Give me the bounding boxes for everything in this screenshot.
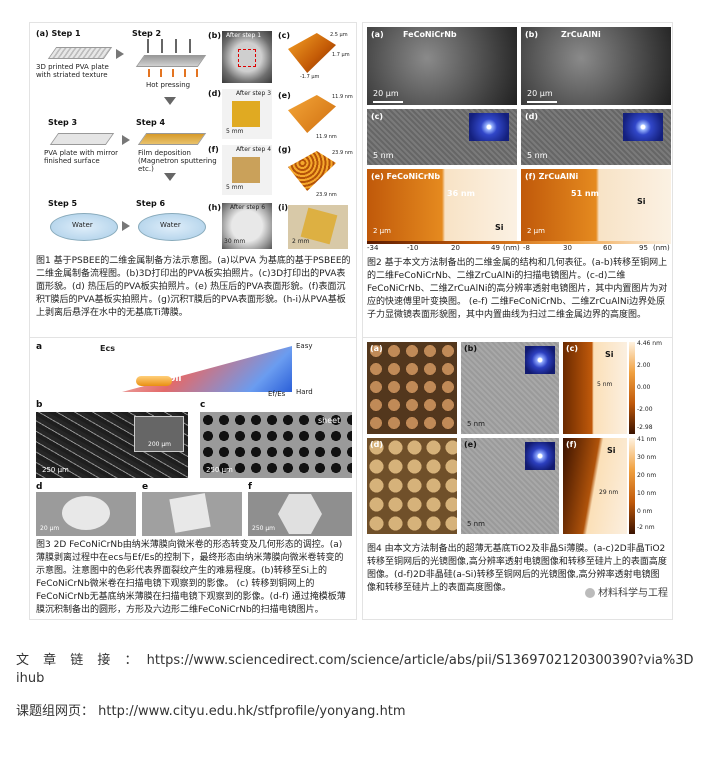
fig1-step5-label: Step 5 [48,199,78,208]
fig1-step6-text: Water [160,221,181,229]
fig3-sem-d: 20 μm [36,492,136,536]
fig1-photo-b: (b) After step 1 [222,31,272,83]
fig1-caption: 图1 基于PSBEE的二维金属制备方法示意图。(a)以PVA 为基底的基于PSB… [36,256,351,318]
fig3-axis-x: Ef/Es [268,390,286,398]
fig1-heat-marks [142,69,198,77]
fig1-step5-text: Water [72,221,93,229]
fig4-optical-d: (d) [367,438,457,534]
article-link-row: 文 章 链 接 ： https://www.sciencedirect.com/… [16,652,696,688]
fig1-plate-step1 [47,47,113,59]
fig3-sem-c: sheet 250 μm [200,412,352,478]
fig1-step1-text: 3D printed PVA plate with striated textu… [36,63,109,80]
fig1-afm-e [288,95,336,133]
fig4-colorbar-top-labels: 4.46 nm 2.00 0.00 -2.00 -2.98 [637,340,662,431]
fig1-photo-d: After step 3 5 mm [222,89,272,139]
article-link-label: 文 章 链 接 ： [16,653,143,668]
fig3-sem-b-inset [134,416,184,452]
fig4-colorbar-bottom [629,438,635,534]
fig4-tem-e: (e) 5 nm [461,438,559,534]
group-page-label: 课题组网页： [16,704,95,719]
fig3-hexagon-shape [278,494,322,534]
fig4-colorbar-top [629,342,635,434]
fig1-photo-b-box [238,49,256,67]
fig4-afm-c: (c) Si 5 nm [563,342,627,434]
fig1-photo-f-film [232,157,260,183]
fig4-watermark: 材料科学与工程 [585,584,668,599]
wechat-icon [585,588,595,598]
fig1-plate-step2 [135,55,207,67]
fig1-photo-f: After step 4 5 mm [222,145,272,195]
fig3-axis-y: Ecs [100,344,115,353]
fig1-step3-text: PVA plate with mirror finished surface [44,149,119,166]
fig4-optical-a: (a) [367,342,457,434]
fig1-tag-f: (f) [208,145,219,154]
fig3-sem-b: 250 μm 200 μm [36,412,188,478]
fig4-fft-inset-e [525,442,555,470]
fig2-colorbar [367,241,671,244]
figure-3: Ecs Ef/Es sheet scroll Easy Hard a b 250… [29,337,357,620]
fig1-plate-step4 [137,133,207,145]
fig2-tem-c: (c) 5 nm [367,109,517,165]
fig1-arrow-3 [122,135,130,145]
fig1-photo-b-label: After step 1 [226,32,262,39]
figure-4: (a) (b) 5 nm (c) Si 5 nm 4.46 nm 2.00 0.… [362,337,673,620]
fig1-step4-text: Film deposition (Magnetron sputtering et… [138,149,217,174]
fig1-tag-e: (e) [278,91,291,100]
fig1-step2-text: Hot pressing [146,81,191,89]
fig4-tem-b: (b) 5 nm [461,342,559,434]
fig3-scroll-roll [136,376,172,386]
fig4-colorbar-bottom-labels: 41 nm 30 nm 20 nm 10 nm 0 nm -2 nm [637,436,657,531]
fig2-title-feconicrnb: FeCoNiCrNb [403,30,457,39]
fig2-caption: 图2 基于本文方法制备出的二维金属的结构和几何表征。(a-b)转移至铜网上的二维… [367,258,668,320]
fig1-tag-d: (d) [208,89,222,98]
fig1-tag-g: (g) [278,145,292,154]
fig1-step6-label: Step 6 [136,199,166,208]
fig1-step4-label: Step 4 [136,118,166,127]
fig1-arrow-2 [164,97,176,105]
fig1-step1-label: (a) Step 1 [36,29,81,38]
fig2-sem-a: (a) FeCoNiCrNb 20 μm [367,27,517,105]
fig1-photo-h: After step 6 30 mm [222,203,272,249]
fig1-tag-i: (i) [278,203,289,212]
fig1-afm-g [288,151,336,191]
fig3-schematic-a: Ecs Ef/Es sheet scroll Easy Hard [100,342,313,398]
fig3-square-shape [169,493,211,533]
group-page-row: 课题组网页： http://www.cityu.edu.hk/stfprofil… [16,703,696,721]
fig2-title-zrcualni: ZrCuAlNi [561,30,601,39]
fig3-sem-f: 250 μm [248,492,352,536]
fig1-arrow-4 [164,173,176,181]
fig1-tag-h: (h) [208,203,222,212]
fig2-tem-d: (d) 5 nm [521,109,671,165]
fig2-afm-e: (e) FeCoNiCrNb 36 nm Si 2 μm [367,169,517,241]
fig3-caption: 图3 2D FeCoNiCrNb由纳米薄膜向微米卷的形态转变及几何形态的调控。(… [36,540,346,615]
article-link[interactable]: https://www.sciencedirect.com/science/ar… [16,653,694,686]
fig1-photo-i: 2 mm [288,205,348,249]
fig4-caption: 图4 由本文方法制备出的超薄无基底TiO2及非晶Si薄膜。(a-c)2D非晶Ti… [367,544,667,593]
fig2-sem-b: (b) ZrCuAlNi 20 μm [521,27,671,105]
fig1-photo-d-film [232,101,260,127]
fig1-tag-b: (b) [208,31,222,40]
fig2-fft-inset-c [469,113,509,141]
fig1-arrow-1 [116,49,124,59]
fig1-afm-c [288,33,336,73]
fig1-dish-step6 [138,213,206,241]
fig1-press-arrows [140,39,196,53]
fig1-tag-c: (c) [278,31,291,40]
fig2-axis-row: -34 -10 20 49 (nm) -8 30 60 95 (nm) [367,244,670,252]
fig4-afm-f: (f) Si 29 nm [563,438,627,534]
fig1-arrow-5 [122,221,130,231]
fig1-dish-step5 [50,213,118,241]
fig1-step2-label: Step 2 [132,29,162,38]
fig2-fft-inset-d [623,113,663,141]
group-page-link[interactable]: http://www.cityu.edu.hk/stfprofile/yonya… [98,704,406,719]
fig1-step3-label: Step 3 [48,118,78,127]
fig2-afm-f: (f) ZrCuAlNi 51 nm Si 2 μm [521,169,671,241]
fig1-plate-step3 [49,133,115,145]
figure-2: (a) FeCoNiCrNb 20 μm (b) ZrCuAlNi 20 μm … [362,22,673,344]
figure-1: (a) Step 1 3D printed PVA plate with str… [29,22,357,344]
fig3-circle-shape [62,496,110,530]
fig4-fft-inset-b [525,346,555,374]
fig3-sem-e [142,492,242,536]
